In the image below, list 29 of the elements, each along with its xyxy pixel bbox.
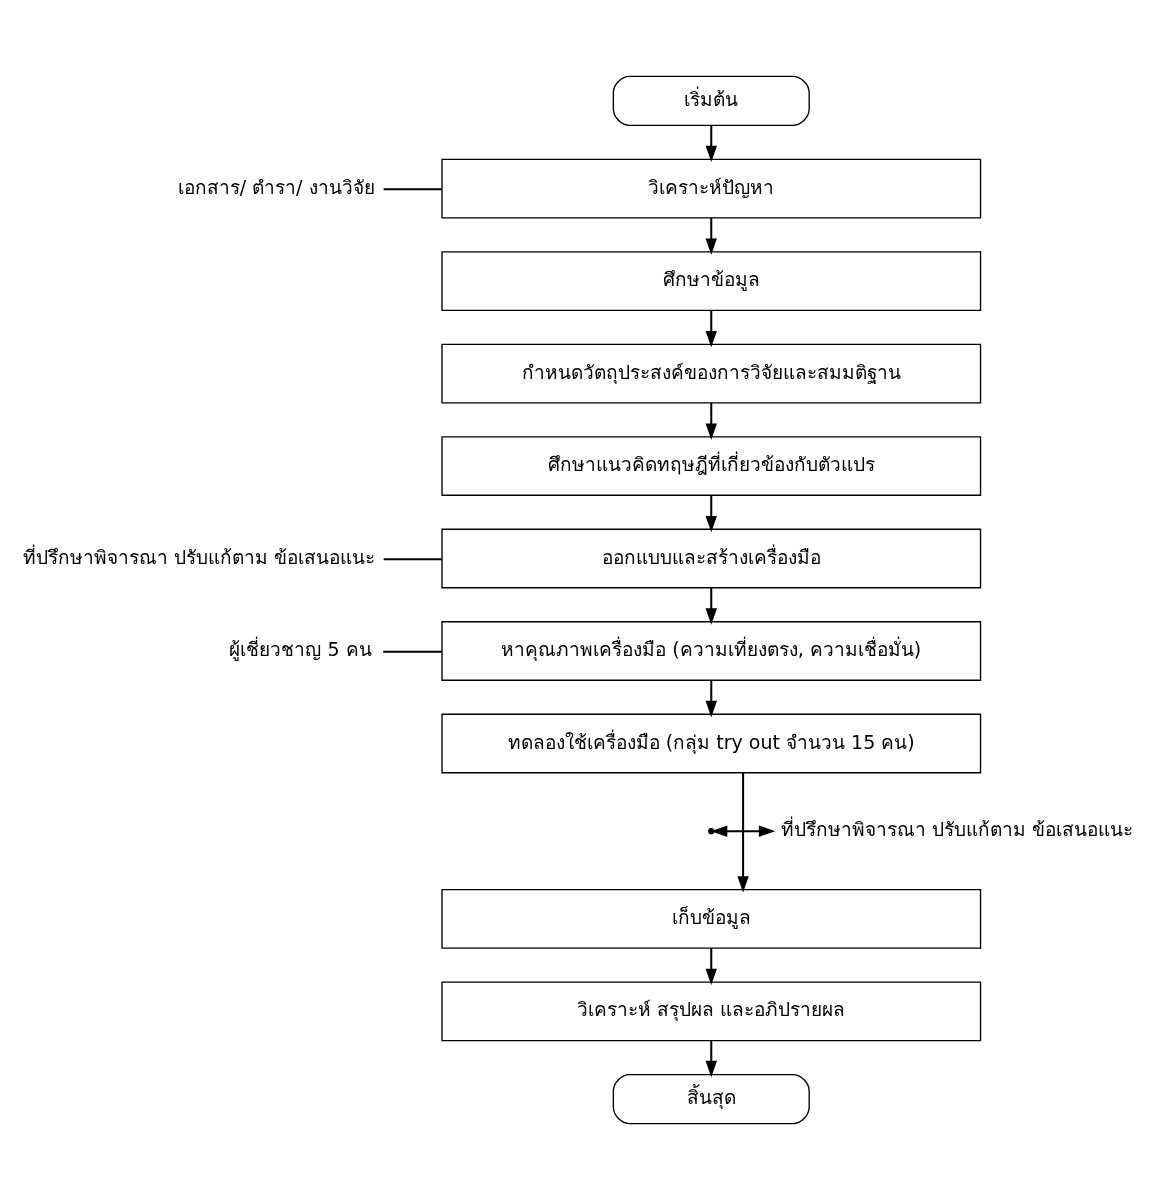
node-text: ที่ปรึกษาพิจารณา ปรับแก้ตาม ข้อเสนอแนะ xyxy=(781,818,1134,841)
arrow xyxy=(737,772,749,893)
node-box: ศึกษาแนวคิดทฤษฎีที่เกี่ยวข้องกับตัวแปร xyxy=(441,436,982,496)
arrow xyxy=(705,680,717,718)
connector xyxy=(383,188,442,191)
arrow xyxy=(705,587,717,625)
arrow xyxy=(710,825,776,837)
node-box: เก็บข้อมูล xyxy=(441,889,982,949)
arrow xyxy=(705,948,717,986)
node-box: หาคุณภาพเครื่องมือ (ความเที่ยงตรง, ความเชื่อมั่น) xyxy=(441,621,982,681)
node-box: กำหนดวัตถุประสงค์ของการวิจัยและสมมติฐาน xyxy=(441,343,982,404)
node-box: วิเคราะห์ปัญหา xyxy=(441,158,982,219)
arrow xyxy=(705,125,717,163)
node-box: ทดลองใช้เครื่องมือ (กลุ่ม try out จำนวน 15 คน) xyxy=(441,713,982,774)
node-text: เอกสาร/ ตำรา/ งานวิจัย xyxy=(177,175,375,198)
node-box: เริ่มต้น xyxy=(612,75,810,127)
node-box: วิเคราะห์ สรุปผล และอภิปรายผล xyxy=(441,981,982,1042)
node-box: สิ้นสุด xyxy=(612,1073,810,1125)
arrow xyxy=(705,402,717,440)
arrow xyxy=(705,1041,717,1078)
arrow xyxy=(705,310,717,348)
arrow xyxy=(705,495,717,533)
node-text: ผู้เชี่ยวชาญ 5 คน xyxy=(229,638,372,661)
connector xyxy=(383,558,442,561)
node-box: ศึกษาข้อมูล xyxy=(441,251,982,311)
arrow xyxy=(705,217,717,255)
node-box: ออกแบบและสร้างเครื่องมือ xyxy=(441,528,982,589)
node-text: ที่ปรึกษาพิจารณา ปรับแก้ตาม ข้อเสนอแนะ xyxy=(22,545,375,568)
connector xyxy=(383,650,442,653)
